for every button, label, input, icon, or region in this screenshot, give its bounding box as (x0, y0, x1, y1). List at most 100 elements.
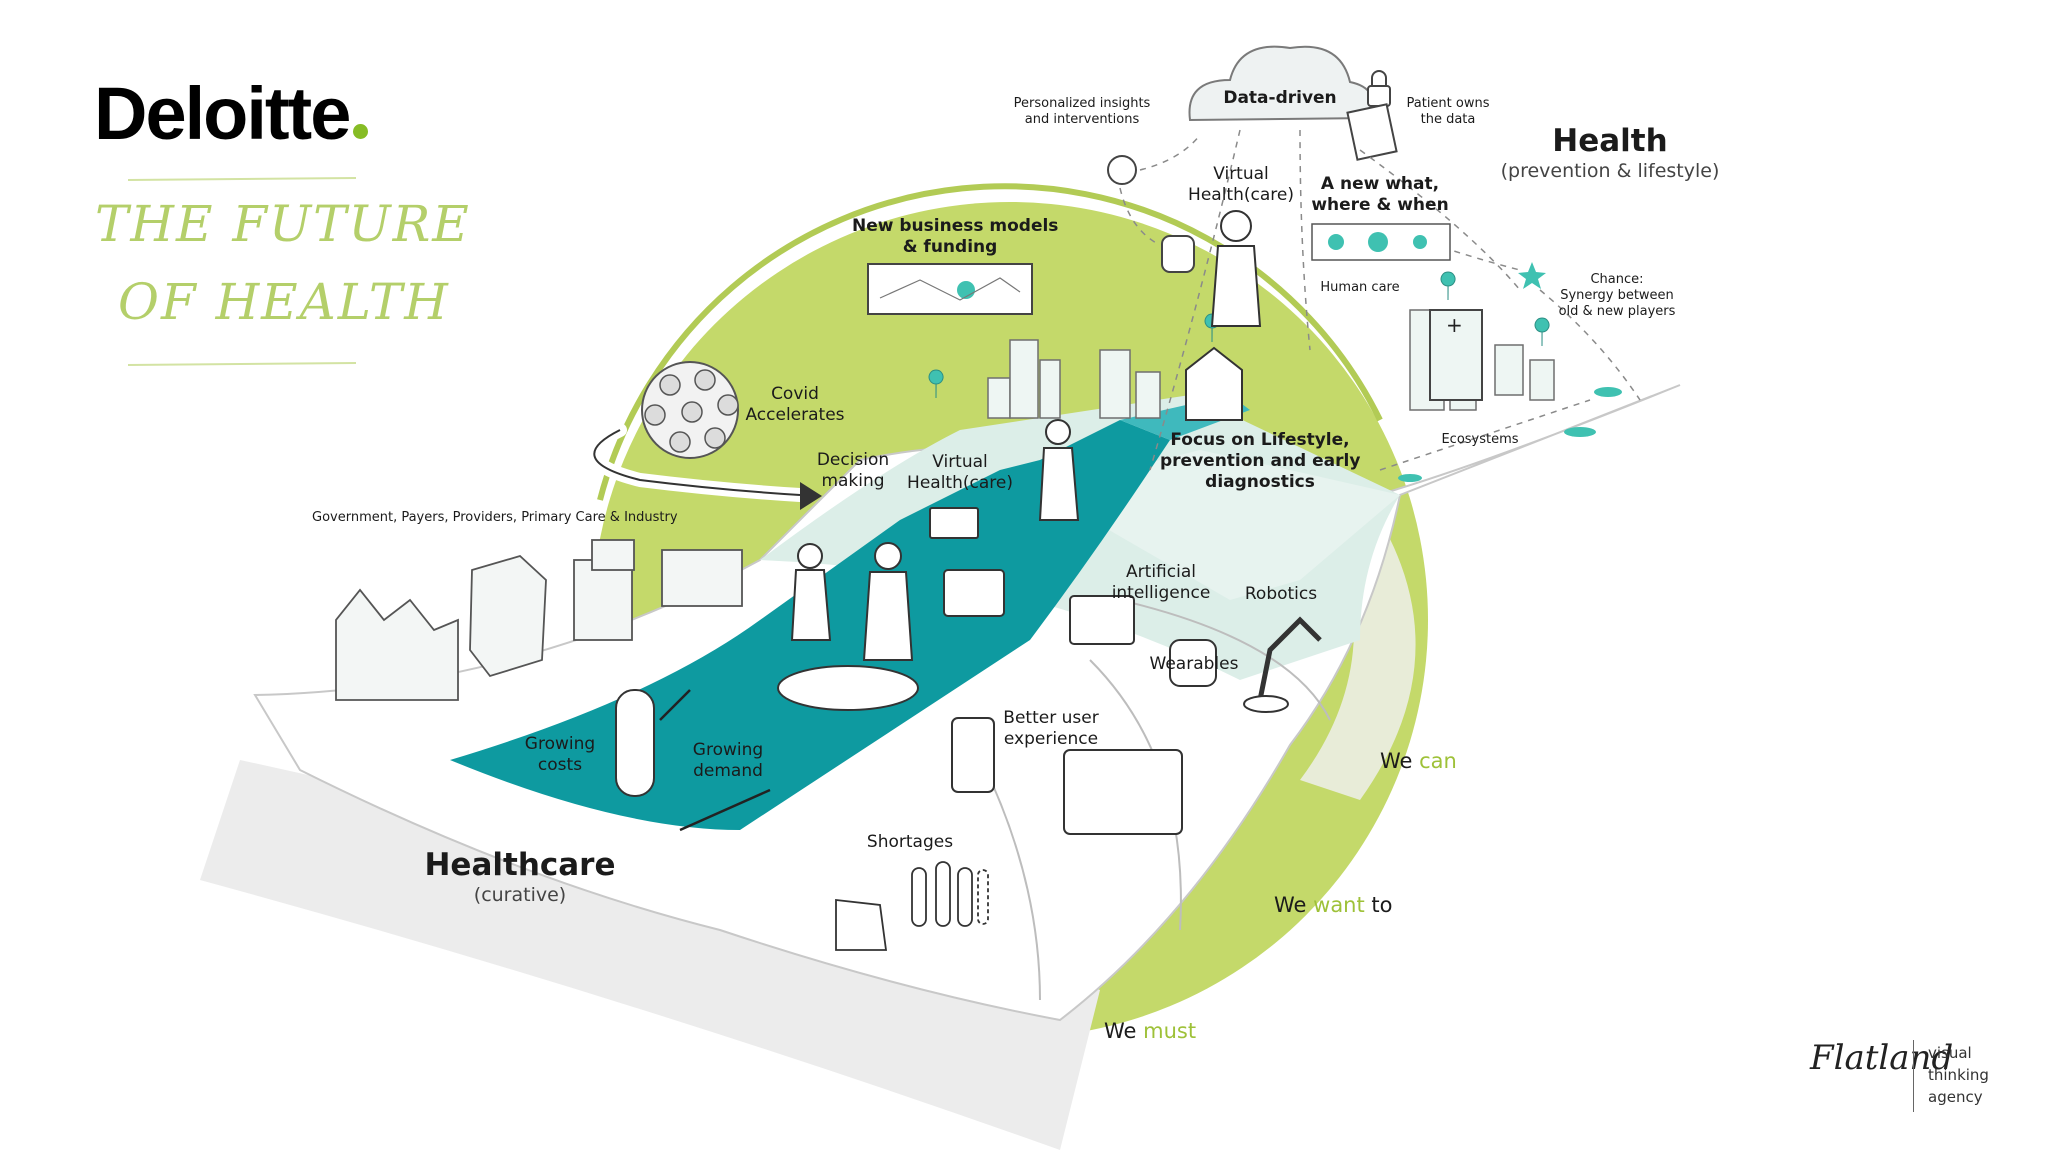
hospital-building (1429, 309, 1483, 401)
agency-tagline: visual thinking agency (1928, 1042, 1989, 1108)
label-line: Accelerates (745, 405, 845, 425)
label-line: Artificial (1126, 562, 1196, 582)
tagline-line: agency (1928, 1088, 1983, 1106)
label-line: demand (693, 761, 763, 781)
label-line: Health(care) (1188, 185, 1294, 205)
clock-icon (1368, 232, 1388, 252)
ribbon-shadow (200, 760, 1100, 1150)
label-line: intelligence (1111, 583, 1211, 603)
label-line: Health(care) (907, 473, 1013, 493)
we-row-can: We can (1380, 748, 1457, 774)
label-government: Government, Payers, Providers, Primary C… (312, 510, 678, 525)
institution-buildings (335, 539, 743, 701)
label-line: Synergy between (1560, 288, 1674, 303)
label-line: old & new players (1558, 304, 1676, 319)
label-line: Growing (692, 740, 764, 760)
label-line: making (821, 471, 885, 491)
ecosystem-nodes (1398, 387, 1622, 482)
lane-line-3 (1119, 599, 1331, 721)
title-rule-bottom (127, 362, 357, 366)
label-new-what: A new what, where & when (1310, 174, 1450, 216)
label-line: prevention and early (1160, 451, 1361, 471)
logo-dot (353, 124, 369, 139)
label-line: Chance: (1590, 272, 1644, 287)
device-icons (929, 507, 1217, 835)
label-data-driven: Data-driven (1223, 88, 1337, 108)
label-focus-lifestyle: Focus on Lifestyle, prevention and early… (1160, 430, 1360, 493)
label-line: New business models (852, 216, 1059, 236)
label-line: Decision (816, 450, 890, 470)
label-line: Patient owns (1406, 96, 1490, 111)
we-suffix: to (1364, 893, 1393, 917)
health-title: Health (1552, 123, 1668, 159)
lock-icon (1367, 85, 1391, 107)
home-icon (1185, 346, 1243, 421)
business-model-lines (879, 277, 1021, 301)
label-growing-costs: Growing costs (520, 734, 600, 776)
shortage-people (835, 861, 989, 951)
robot-base (1243, 695, 1289, 713)
we-row-want-to: We want to (1274, 892, 1393, 918)
label-line: Focus on Lifestyle, (1170, 430, 1350, 450)
people-figures (790, 210, 1262, 661)
we-accent: want (1313, 893, 1365, 917)
lightbulb-icon (1107, 155, 1137, 185)
healthcare-subtitle: (curative) (473, 884, 567, 906)
label-covid: Covid Accelerates (740, 384, 850, 426)
label-growing-demand: Growing demand (688, 740, 768, 782)
demand-arrow-icon (679, 788, 771, 832)
we-accent: must (1143, 1019, 1197, 1043)
flatland-logo: Flatland (1810, 1038, 1954, 1078)
label-line: the data (1420, 112, 1476, 127)
virus-spikes (644, 369, 739, 453)
hospital-cross-icon: + (1446, 313, 1463, 337)
label-line: and interventions (1024, 112, 1140, 127)
label-line: where & when (1311, 195, 1449, 215)
label-chance: Chance: Synergy between old & new player… (1552, 272, 1682, 320)
business-model-board (867, 263, 1033, 315)
label-line: Growing (524, 734, 596, 754)
we-prefix: We (1274, 893, 1314, 917)
label-line: Virtual (1213, 164, 1269, 184)
we-prefix: We (1380, 749, 1420, 773)
tagline-line: visual (1928, 1044, 1972, 1062)
title-rule-top (127, 177, 357, 181)
label-line: Personalized insights (1013, 96, 1151, 111)
ribbon-curl-shadow (1300, 520, 1416, 800)
title-line-2: OF HEALTH (118, 273, 450, 331)
label-line: & funding (902, 237, 998, 257)
label-line: Virtual (932, 452, 988, 472)
label-better-ux: Better user experience (996, 708, 1106, 750)
star-icon (1518, 262, 1546, 289)
document-icon (1346, 103, 1398, 161)
label-virtual-health-top: Virtual Health(care) (1176, 164, 1306, 206)
pill-icon (1328, 234, 1344, 250)
covid-arrow-outline (593, 429, 801, 496)
label-human-care: Human care (1320, 280, 1400, 295)
label-virtual-health-mid: Virtual Health(care) (900, 452, 1020, 494)
label-artificial-intelligence: Artificial intelligence (1106, 562, 1216, 604)
health-subtitle: (prevention & lifestyle) (1500, 160, 1720, 182)
label-wearables: Wearables (1149, 654, 1239, 674)
cloud-icon (1188, 45, 1375, 122)
label-robotics: Robotics (1244, 584, 1318, 604)
label-new-business-models: New business models & funding (852, 216, 1059, 258)
robot-arm-icon (1257, 616, 1322, 701)
patient-platform (777, 665, 919, 711)
label-decision-making: Decision making (808, 450, 898, 492)
footer-divider (1913, 1040, 1914, 1112)
location-icon (1413, 235, 1427, 249)
circle-rim (597, 183, 1383, 501)
label-line: experience (1003, 729, 1099, 749)
label-personalized-insights: Personalized insights and interventions (1012, 96, 1152, 128)
label-line: Covid (771, 384, 819, 404)
healthcare-title: Healthcare (424, 847, 616, 883)
label-line: Better user (1003, 708, 1099, 728)
logo-wordmark: Deloitte (94, 72, 351, 155)
coin-stack-icon (615, 689, 655, 797)
label-line: diagnostics (1205, 472, 1315, 492)
label-line: A new what, (1320, 174, 1440, 194)
deloitte-logo: Deloitte (94, 72, 369, 156)
we-accent: can (1419, 749, 1457, 773)
label-line: costs (537, 755, 583, 775)
